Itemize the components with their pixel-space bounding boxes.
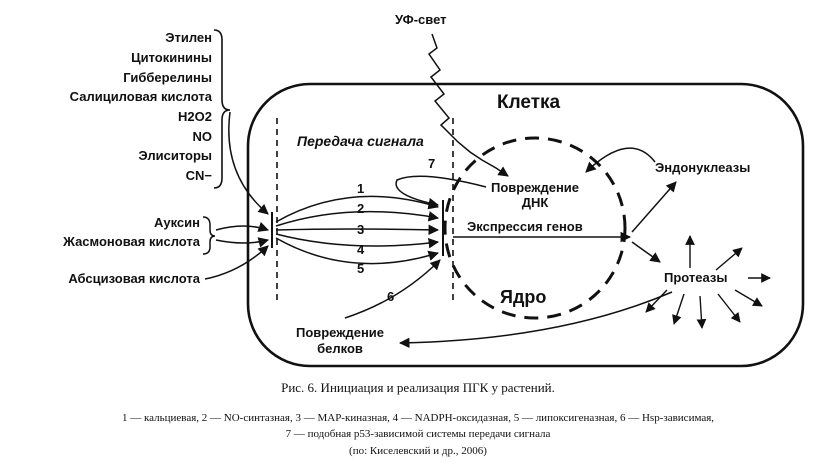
signal-cytokinins: Цитокинины xyxy=(131,50,212,65)
protease-ray-downright1 xyxy=(734,289,763,307)
arrow-endonucleases-to-dna xyxy=(585,147,656,173)
arrow-abscisic-to-receptor xyxy=(204,245,269,280)
nucleus-outline xyxy=(443,136,627,320)
signal-h2o2: H2O2 xyxy=(178,109,212,124)
protease-ray-downright2 xyxy=(717,293,741,323)
pathway-number-7: 7 xyxy=(428,156,435,171)
brace-auxin-jasmonic xyxy=(202,216,216,255)
uv-light-label: УФ-свет xyxy=(395,12,447,27)
uv-zigzag-arrow xyxy=(427,33,509,177)
pathway-3 xyxy=(275,224,440,236)
gene-expression-label: Экспрессия генов xyxy=(467,219,583,234)
pathway-number-1: 1 xyxy=(357,181,364,196)
protein-damage-label-2: белков xyxy=(317,341,363,356)
protease-ray-left-down xyxy=(645,289,668,313)
pathway-number-4: 4 xyxy=(357,242,365,257)
protease-ray-down xyxy=(696,295,707,329)
signal-ethylene: Этилен xyxy=(165,30,212,45)
signal-salicylic: Салициловая кислота xyxy=(70,89,213,104)
protease-ray-downleft xyxy=(672,293,685,325)
pathway-6 xyxy=(344,259,441,319)
protein-damage-label-1: Повреждение xyxy=(296,325,384,340)
signal-auxin: Ауксин xyxy=(154,215,200,230)
arrow-proteases-to-protein-damage xyxy=(398,291,673,349)
protease-ray-upright xyxy=(715,247,743,271)
pathway-2 xyxy=(275,210,440,227)
cell-outline xyxy=(246,82,805,368)
pathway-number-3: 3 xyxy=(357,222,364,237)
signal-jasmonic: Жасмоновая кислота xyxy=(62,234,201,249)
arrow-expression-to-proteases xyxy=(631,241,661,263)
signal-transfer-label: Передача сигнала xyxy=(297,133,424,149)
caption-legend-line-1: 1 — кальциевая, 2 — NO-синтазная, 3 — MA… xyxy=(122,412,714,424)
pathway-5 xyxy=(275,237,440,265)
arrow-group-to-receptor xyxy=(228,111,269,215)
pathway-number-6: 6 xyxy=(387,289,394,304)
arrow-expression-to-endonucleases xyxy=(631,181,677,233)
brace-top-group xyxy=(213,29,231,189)
signal-no: NO xyxy=(193,129,213,144)
arrow-jasmonic-to-receptor xyxy=(215,237,270,248)
signal-cn: CN− xyxy=(186,168,213,183)
pathway-7 xyxy=(395,175,487,209)
pathway-1 xyxy=(275,195,440,223)
pathway-number-5: 5 xyxy=(357,261,364,276)
pathway-number-2: 2 xyxy=(357,201,364,216)
cell-label: Клетка xyxy=(497,92,561,113)
caption-source: (по: Киселевский и др., 2006) xyxy=(349,445,487,457)
pathway-4 xyxy=(275,233,440,249)
endonucleases-label: Эндонуклеазы xyxy=(655,160,750,175)
caption-legend-line-2: 7 — подобная p53-зависимой системы перед… xyxy=(286,428,551,440)
proteases-label: Протеазы xyxy=(664,270,727,285)
arrow-auxin-to-receptor xyxy=(215,221,269,232)
caption-title: Рис. 6. Инициация и реализация ПГК у рас… xyxy=(281,380,555,395)
nucleus-label: Ядро xyxy=(500,287,546,307)
dna-damage-label-2: ДНК xyxy=(522,195,549,210)
signal-elicitors: Элиситоры xyxy=(138,148,212,163)
dna-damage-label-1: Повреждение xyxy=(491,180,579,195)
signal-gibberellins: Гибберелины xyxy=(123,70,212,85)
signal-abscisic: Абсцизовая кислота xyxy=(68,271,200,286)
